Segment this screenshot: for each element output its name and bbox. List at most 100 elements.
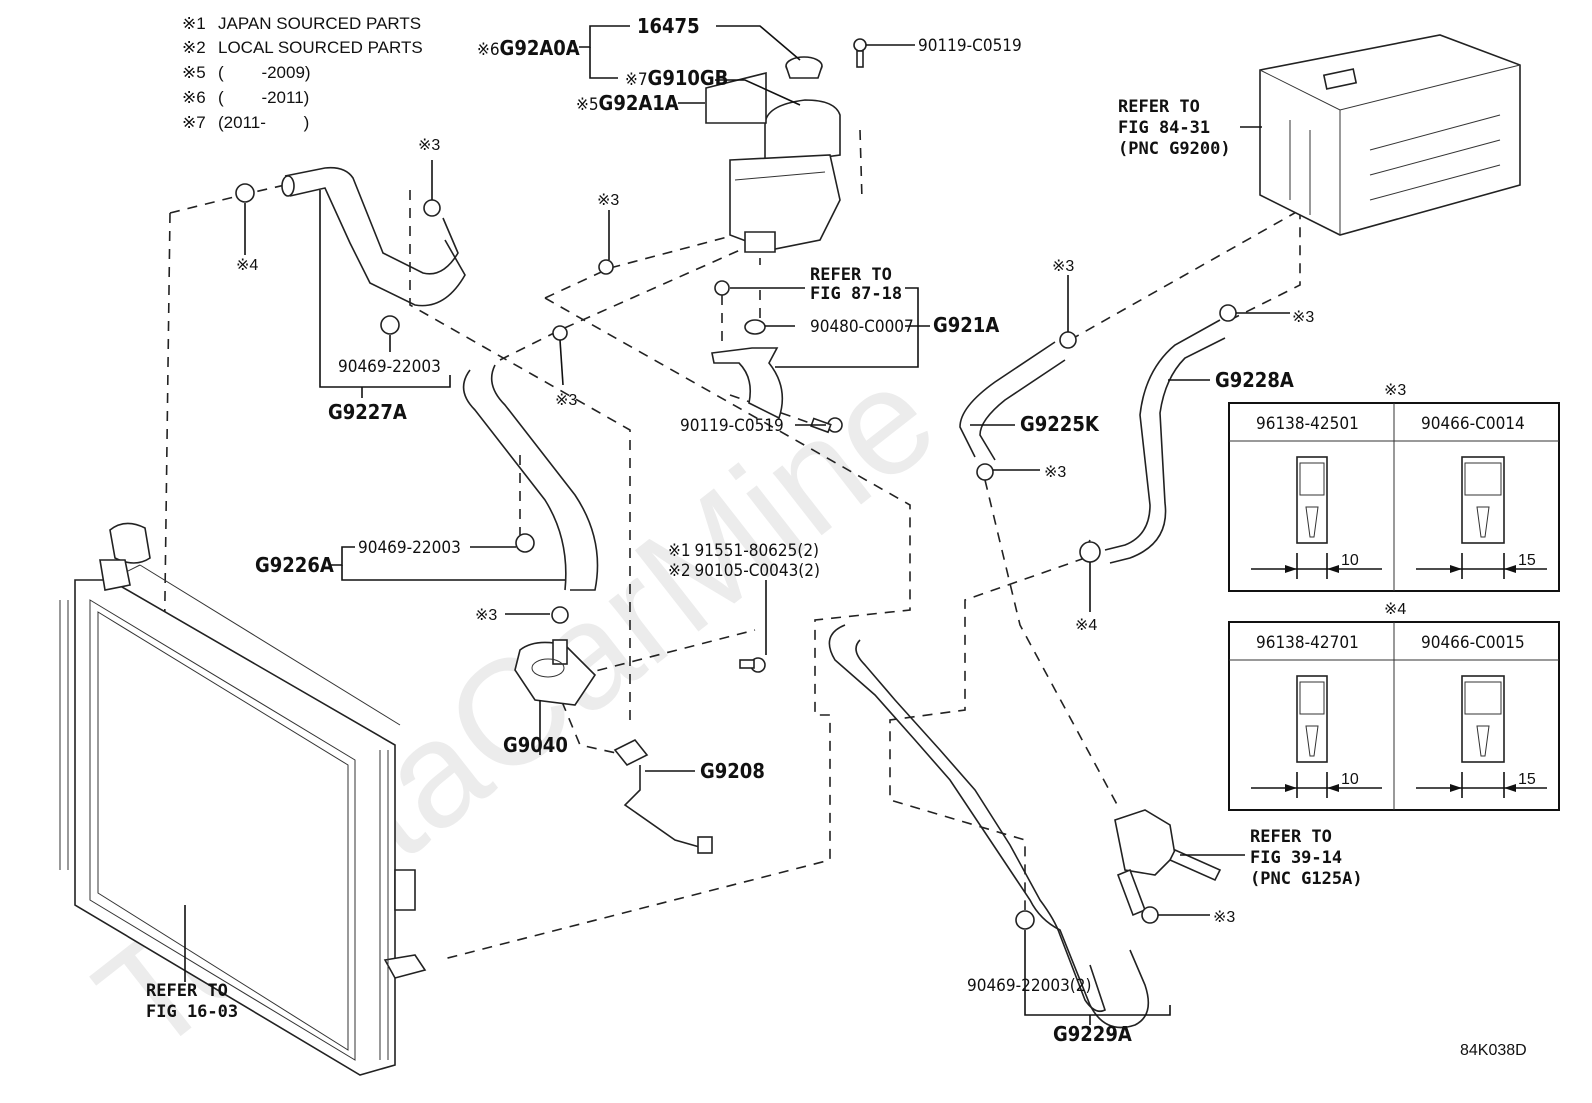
callout-mark: ※1 — [668, 541, 691, 561]
legend-text: ( -2011) — [218, 88, 309, 107]
legend-text: LOCAL SOURCED PARTS — [218, 38, 423, 57]
legend-text: JAPAN SOURCED PARTS — [218, 14, 421, 33]
part-number-clamp-g9227a: 90469-22003 — [338, 357, 441, 377]
legend-item: ※6 ( -2011) — [182, 88, 309, 107]
clip-dimension: 10 — [1341, 771, 1359, 788]
part-number-g9227a: G9227A — [328, 400, 407, 424]
clip-mark-3: ※3 — [1052, 258, 1074, 275]
part-number-g9226a: G9226A — [255, 553, 334, 577]
legend-item: ※7 (2011- ) — [182, 113, 309, 132]
part-number-clamp-g9226a: 90469-22003 — [358, 538, 461, 558]
part-number-g9229a: G9229A — [1053, 1022, 1132, 1046]
clip-mark-3: ※3 — [1292, 309, 1314, 326]
part-number-bolt-bracket: 90119-C0519 — [680, 416, 784, 436]
legend-text: (2011- ) — [218, 113, 309, 132]
reference-line: FIG 16-03 — [146, 1002, 238, 1022]
leader-lines — [244, 25, 1290, 1025]
part-number-g921a: G921A — [933, 313, 999, 337]
part-number-g92a0a: G92A0A — [500, 36, 580, 60]
valve-drawing — [1114, 809, 1222, 917]
clip-drawings — [235, 183, 1237, 930]
clip-mark-3: ※3 — [418, 137, 440, 154]
reference-line: REFER TO — [1250, 827, 1332, 847]
reference-line: FIG 87-18 — [810, 284, 902, 304]
legend-item: ※1 JAPAN SOURCED PARTS — [182, 14, 421, 33]
callout-g910gb: ※7G910GB — [625, 66, 728, 90]
reference-line: FIG 39-14 — [1250, 848, 1342, 868]
reference-radiator: REFER TO FIG 16-03 — [146, 981, 238, 1022]
clip-head — [1464, 681, 1502, 715]
assembly-lines — [114, 129, 1301, 961]
arrow-icon — [1327, 784, 1339, 792]
clip-slot — [1476, 506, 1490, 538]
harness-drawing — [613, 738, 713, 854]
legend-mark: ※6 — [182, 88, 206, 107]
reference-line: (PNC G125A) — [1250, 869, 1363, 889]
clip-head — [1299, 462, 1325, 496]
clip-part-number: 90466-C0014 — [1421, 414, 1525, 434]
clip-icon — [1461, 456, 1505, 544]
arrow-icon — [1504, 565, 1516, 573]
part-number-g92a1a: G92A1A — [599, 91, 679, 115]
clip-dimension: 15 — [1518, 552, 1536, 569]
clip-slot — [1305, 506, 1319, 538]
legend-mark: ※1 — [182, 14, 206, 33]
arrow-icon — [1327, 565, 1339, 573]
reference-line: (PNC G9200) — [1118, 139, 1231, 159]
callout-mark: ※6 — [477, 40, 500, 60]
clip-mark-3: ※3 — [475, 607, 497, 624]
legend-item: ※5 ( -2009) — [182, 63, 311, 82]
hose-g9229a-drawing — [828, 624, 1150, 1029]
legend-text: ( -2009) — [218, 63, 311, 82]
callout-g92a1a: ※5G92A1A — [576, 91, 679, 115]
clip-part-number: 96138-42701 — [1256, 633, 1359, 653]
hose-g9228a-drawing — [1104, 319, 1226, 564]
clip-slot — [1305, 725, 1319, 757]
part-number-bolt-top: 90119-C0519 — [918, 36, 1022, 56]
water-pump-drawing — [514, 639, 597, 755]
clip-table-title: ※3 — [1384, 382, 1406, 399]
radiator-drawing — [59, 522, 427, 1076]
part-number-pump-bolt-2: 90105-C0043(2) — [695, 561, 820, 581]
callout-g92a0a: ※6G92A0A — [477, 36, 580, 60]
callout-mark: ※2 — [668, 561, 691, 581]
part-number-grommet: 90480-C0007 — [810, 317, 914, 337]
legend-mark: ※2 — [182, 38, 206, 57]
callout-mark: ※5 — [576, 95, 599, 115]
clip-table-title: ※4 — [1384, 601, 1406, 618]
hose-g9227a-drawing — [281, 166, 466, 307]
arrow-icon — [1285, 565, 1297, 573]
clip-icon — [1296, 456, 1328, 544]
clip-mark-3: ※3 — [1044, 464, 1066, 481]
legend: ※1 JAPAN SOURCED PARTS ※2 LOCAL SOURCED … — [182, 14, 423, 132]
clip-mark-4: ※4 — [1075, 617, 1097, 634]
bolt-drawing — [739, 38, 867, 673]
part-number-16475: 16475 — [637, 14, 700, 38]
reference-valve: REFER TO FIG 39-14 (PNC G125A) — [1250, 827, 1363, 889]
arrow-icon — [1450, 784, 1462, 792]
figure-code: 84K038D — [1460, 1042, 1527, 1059]
clip-part-number: 90466-C0015 — [1421, 633, 1525, 653]
bracket-drawing — [711, 280, 784, 420]
clip-head — [1464, 462, 1502, 496]
reservoir-tank-drawing — [705, 56, 841, 253]
clip-slot — [1476, 725, 1490, 757]
part-number-g9208: G9208 — [700, 759, 765, 783]
reference-bracket: REFER TO FIG 87-18 — [810, 265, 902, 304]
clip-table: ※4 96138-42701 10 90466-C0015 15 — [1228, 601, 1560, 811]
hose-g9226a-drawing — [462, 364, 599, 591]
clip-mark-3: ※3 — [555, 392, 577, 409]
clip-part-number: 96138-42501 — [1256, 414, 1359, 434]
legend-mark: ※7 — [182, 113, 206, 132]
clip-icon — [1296, 675, 1328, 763]
part-number-pump-bolt-1: 91551-80625(2) — [695, 541, 819, 561]
clip-head — [1299, 681, 1325, 715]
clip-dimension: 15 — [1518, 771, 1536, 788]
part-number-g9040: G9040 — [503, 733, 568, 757]
callouts: ※6G92A0A 16475 ※7G910GB ※5G92A1A 90119-C… — [255, 14, 1294, 1046]
arrow-icon — [1504, 784, 1516, 792]
clip-dimension: 10 — [1341, 552, 1359, 569]
